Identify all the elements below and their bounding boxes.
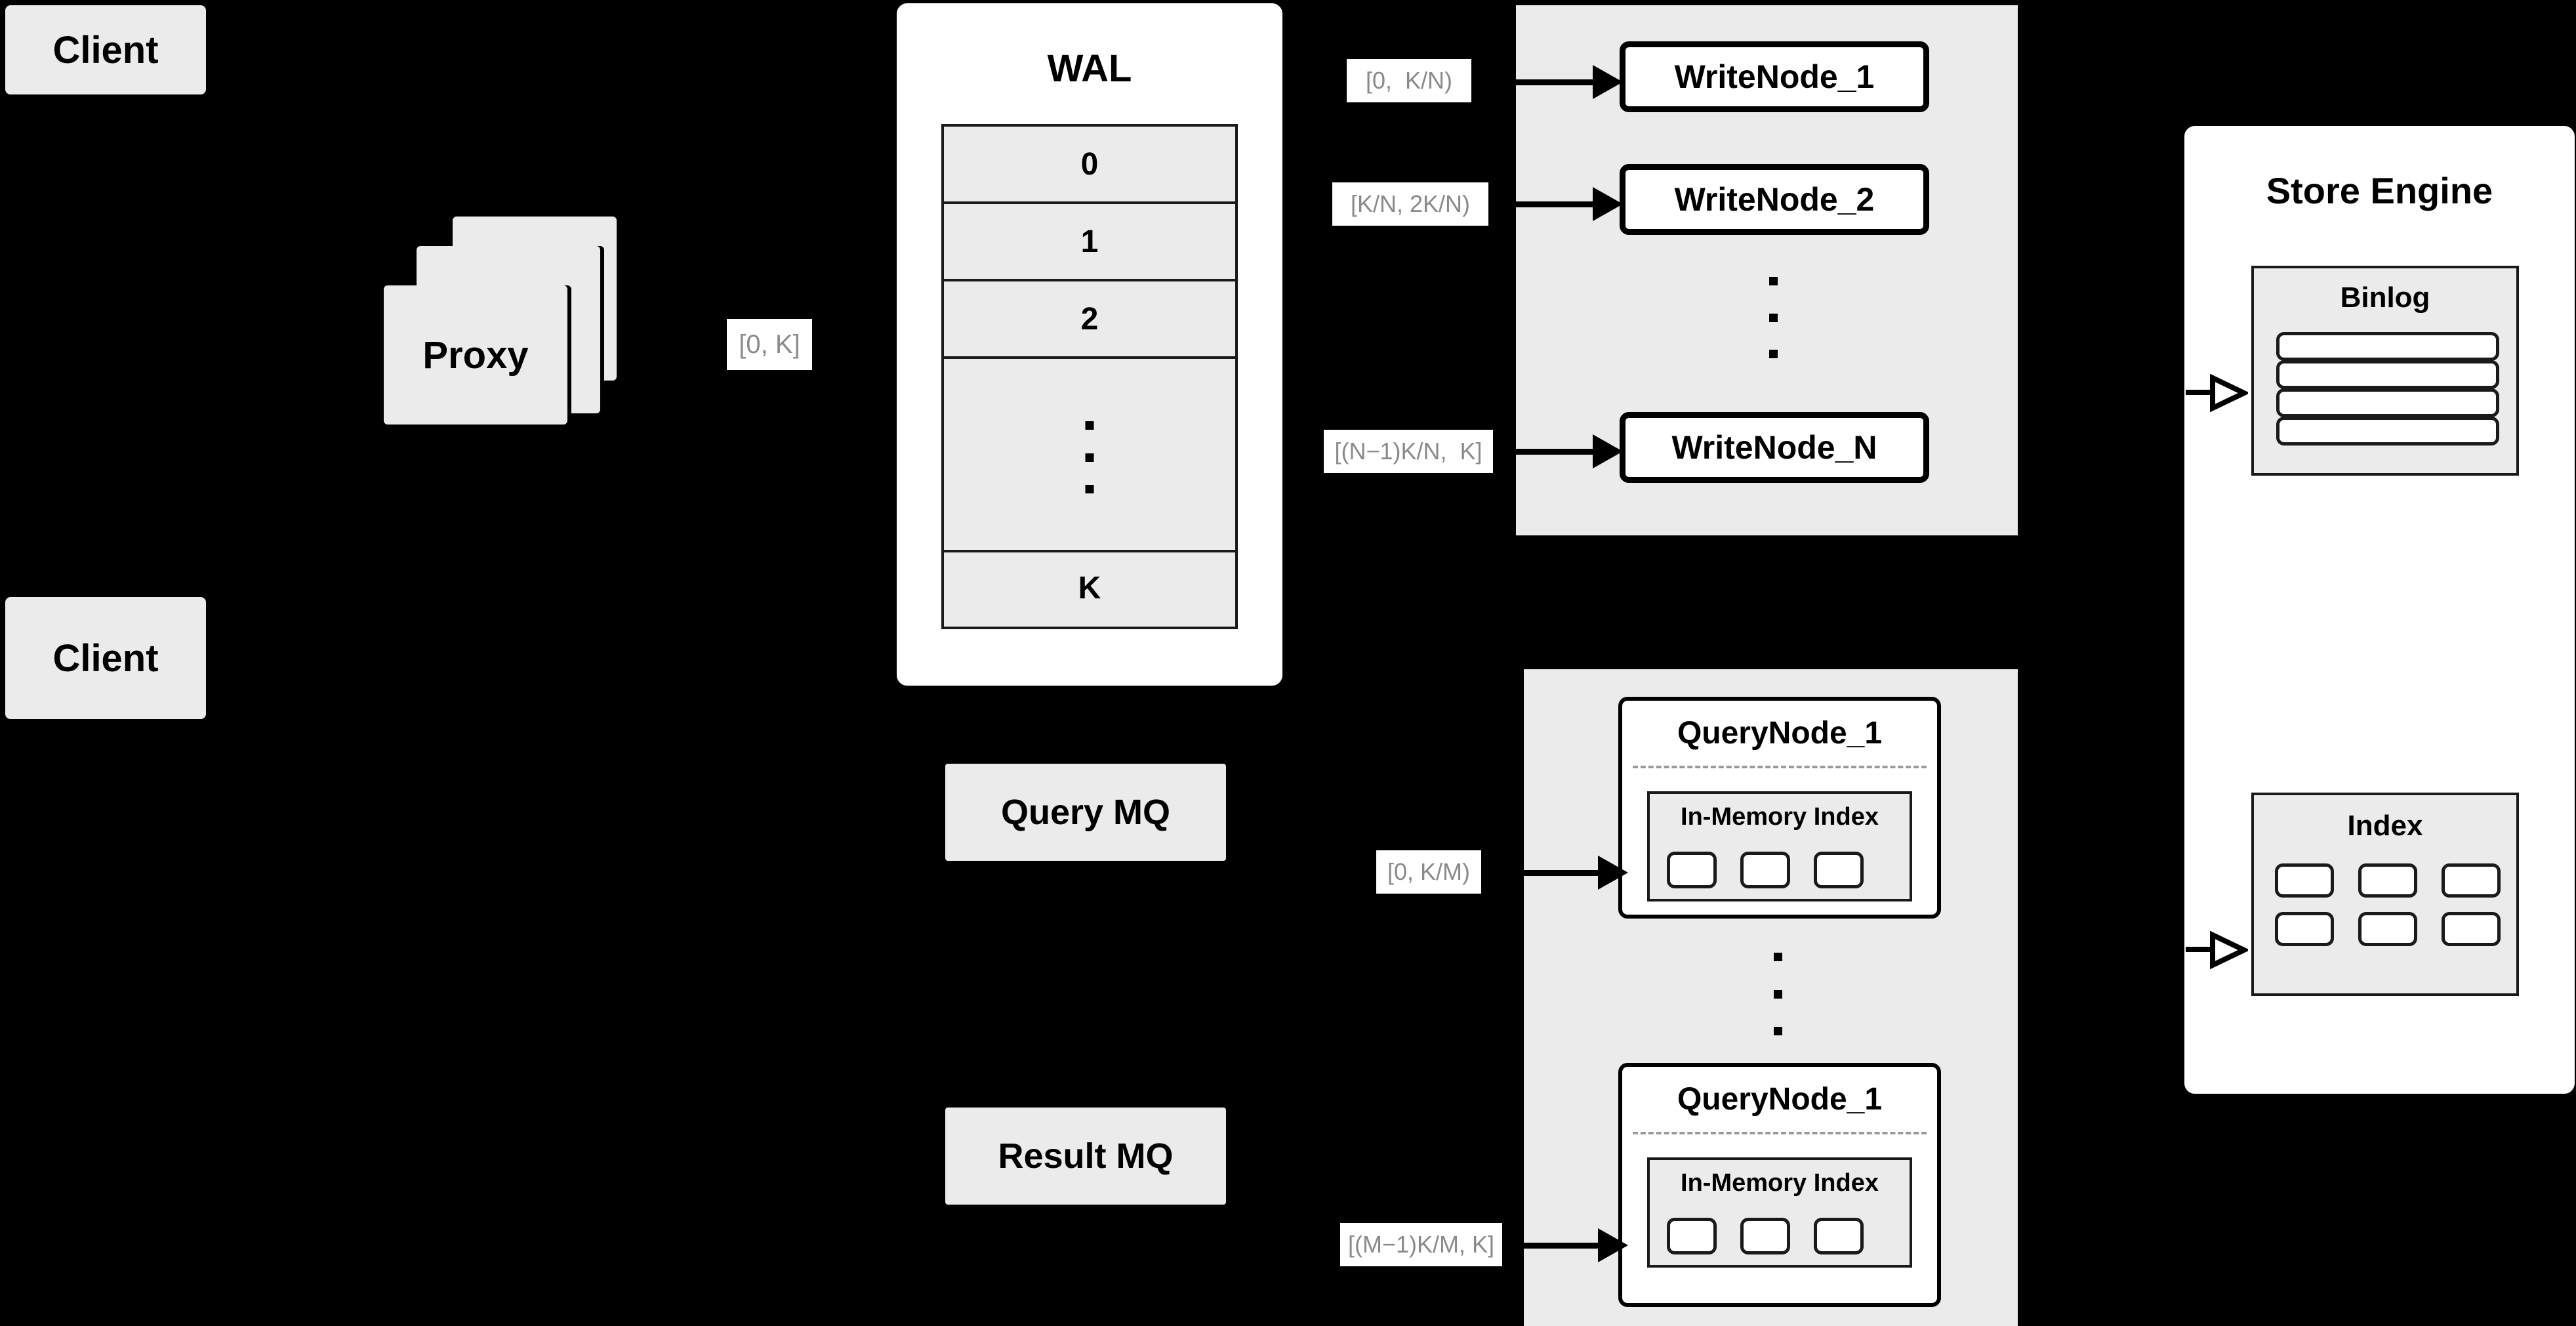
- client-box-1[interactable]: Client: [5, 5, 206, 94]
- binlog-segment-3: [2276, 388, 2499, 417]
- write-node-2-label: WriteNode_2: [1674, 181, 1875, 218]
- client-label-2: Client: [52, 636, 159, 680]
- query-mq-box[interactable]: Query MQ: [945, 764, 1226, 861]
- query-node-2-divider: [1633, 1132, 1927, 1134]
- range-label-writenode-n: [(N−1)K/N, K]: [1324, 430, 1493, 473]
- arrow-head-querynode-2: [1598, 1228, 1628, 1262]
- arrow-head-binlog-icon: [2210, 374, 2248, 412]
- write-node-ellipsis-dots: [1769, 277, 1778, 358]
- write-node-n-label: WriteNode_N: [1671, 429, 1877, 466]
- arrow-line-querynode-1: [1521, 870, 1612, 876]
- index-slot-6: [2442, 912, 2501, 946]
- arrow-head-writenode-2: [1593, 187, 1623, 221]
- wal-panel: WAL 0 1 2 K: [897, 3, 1282, 686]
- wal-row-2: 2: [944, 281, 1235, 359]
- query-node-1-label: QueryNode_1: [1677, 716, 1883, 751]
- query-node-2-label: QueryNode_1: [1677, 1082, 1883, 1117]
- wal-row-k: K: [944, 552, 1235, 623]
- query-node-2-index-slot-1: [1667, 1218, 1717, 1254]
- range-label-querynode-1: [0, K/M): [1376, 850, 1481, 894]
- binlog-segment-1: [2276, 332, 2499, 361]
- proxy-card-front[interactable]: Proxy: [384, 285, 567, 425]
- arrow-line-index: [2186, 947, 2215, 952]
- index-slot-3: [2442, 863, 2501, 898]
- wal-row-ellipsis: [944, 359, 1235, 552]
- range-label-writenode-2: [K/N, 2K/N): [1332, 182, 1488, 226]
- query-node-1-inmemory-index: In-Memory Index: [1647, 791, 1912, 901]
- binlog-segment-4: [2276, 417, 2499, 445]
- wal-row-1-label: 1: [1080, 224, 1099, 259]
- arrow-head-querynode-1: [1598, 856, 1628, 890]
- arrow-line-writenode-n: [1516, 449, 1608, 455]
- result-mq-label: Result MQ: [998, 1136, 1174, 1176]
- query-node-2[interactable]: QueryNode_1 In-Memory Index: [1618, 1063, 1941, 1307]
- proxy-wal-range-label: [0, K]: [727, 319, 812, 370]
- query-node-1-index-slot-2: [1740, 852, 1790, 888]
- index-slot-4: [2275, 912, 2334, 946]
- query-mq-label: Query MQ: [1000, 793, 1171, 832]
- query-node-group: QueryNode_1 In-Memory Index QueryNode_1 …: [1524, 669, 2018, 1326]
- query-node-2-index-label: In-Memory Index: [1681, 1169, 1879, 1197]
- query-node-2-inmemory-index: In-Memory Index: [1647, 1157, 1912, 1268]
- query-node-1-index-slot-3: [1814, 852, 1864, 888]
- client-box-2[interactable]: Client: [5, 597, 206, 719]
- result-mq-box[interactable]: Result MQ: [945, 1108, 1226, 1205]
- wal-title: WAL: [1047, 47, 1132, 90]
- range-label-querynode-2: [(M−1)K/M, K]: [1340, 1223, 1502, 1266]
- wal-table: 0 1 2 K: [941, 124, 1238, 629]
- wal-ellipsis-dots: [1085, 421, 1094, 493]
- index-slot-5: [2358, 912, 2417, 946]
- binlog-segment-2: [2276, 360, 2499, 389]
- write-node-2[interactable]: WriteNode_2: [1620, 164, 1929, 235]
- client-label-1: Client: [52, 28, 159, 72]
- arrow-head-writenode-1: [1593, 65, 1623, 99]
- write-node-n[interactable]: WriteNode_N: [1620, 412, 1929, 483]
- wal-row-0: 0: [944, 127, 1235, 204]
- index-title: Index: [2347, 810, 2423, 842]
- arrow-line-binlog: [2186, 390, 2215, 395]
- query-node-1-index-slot-1: [1667, 852, 1717, 888]
- store-engine-panel: Store Engine Binlog Index: [2184, 126, 2575, 1094]
- index-slot-2: [2358, 863, 2417, 898]
- arrow-head-writenode-n: [1593, 434, 1623, 468]
- write-node-1-label: WriteNode_1: [1674, 58, 1875, 95]
- wal-row-1: 1: [944, 204, 1235, 281]
- arrow-line-querynode-2: [1521, 1243, 1612, 1249]
- store-engine-title: Store Engine: [2266, 170, 2493, 211]
- binlog-frame: Binlog: [2251, 266, 2519, 476]
- range-label-writenode-1: [0, K/N): [1347, 59, 1471, 102]
- query-node-1-index-label: In-Memory Index: [1681, 803, 1879, 831]
- arrow-line-writenode-2: [1516, 201, 1608, 207]
- query-node-2-index-slot-3: [1814, 1218, 1864, 1254]
- write-node-1[interactable]: WriteNode_1: [1620, 41, 1929, 112]
- query-node-1[interactable]: QueryNode_1 In-Memory Index: [1618, 697, 1941, 919]
- query-node-2-index-slot-2: [1740, 1218, 1790, 1254]
- index-frame: Index: [2251, 793, 2519, 996]
- proxy-stack[interactable]: Proxy: [380, 217, 643, 446]
- binlog-title: Binlog: [2340, 281, 2430, 314]
- proxy-label: Proxy: [422, 333, 529, 377]
- wal-row-0-label: 0: [1080, 146, 1099, 182]
- wal-row-k-label: K: [1078, 570, 1101, 606]
- query-node-ellipsis-dots: [1774, 953, 1782, 1035]
- wal-row-2-label: 2: [1080, 301, 1099, 337]
- query-node-1-divider: [1633, 766, 1927, 768]
- arrow-head-index-icon: [2210, 931, 2248, 969]
- arrow-line-writenode-1: [1516, 79, 1608, 85]
- index-slot-1: [2275, 863, 2334, 898]
